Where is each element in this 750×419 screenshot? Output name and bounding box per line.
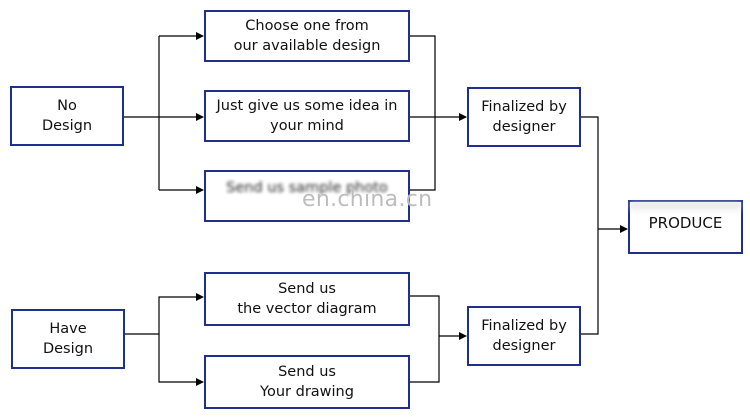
connector-finalized-to-produce (580, 116, 599, 335)
vector-label: Send us the vector diagram (237, 281, 377, 317)
idea-box: Just give us some idea in your mind (204, 90, 410, 142)
idea-label: Just give us some idea in your mind (216, 98, 398, 134)
sample-photo-box: Send us sample photo (204, 170, 410, 222)
finalized-top-box: Finalized by designer (467, 87, 581, 147)
connector-bottom-merge (409, 295, 440, 383)
produce-label: PRODUCE (648, 214, 723, 232)
no-design-label: No Design (41, 98, 93, 134)
choose-design-label: Choose one from our available design (233, 18, 381, 54)
produce-box: PRODUCE (628, 200, 743, 254)
connector-choose-to-merge (409, 35, 436, 191)
no-design-box: No Design (10, 86, 124, 146)
connector-have-design-vertical (124, 293, 204, 335)
finalized-bottom-box: Finalized by designer (467, 306, 581, 366)
connector-have-design-to-drawing (158, 334, 204, 386)
have-design-label: Have Design (42, 321, 94, 357)
finalized-top-label: Finalized by designer (481, 99, 567, 135)
have-design-box: Have Design (11, 309, 125, 369)
drawing-box: Send us Your drawing (204, 355, 410, 409)
drawing-label: Send us Your drawing (260, 364, 354, 400)
sample-photo-label: Send us sample photo (226, 180, 388, 196)
finalized-bottom-label: Finalized by designer (481, 318, 567, 354)
choose-design-box: Choose one from our available design (204, 10, 410, 62)
vector-box: Send us the vector diagram (204, 272, 410, 326)
